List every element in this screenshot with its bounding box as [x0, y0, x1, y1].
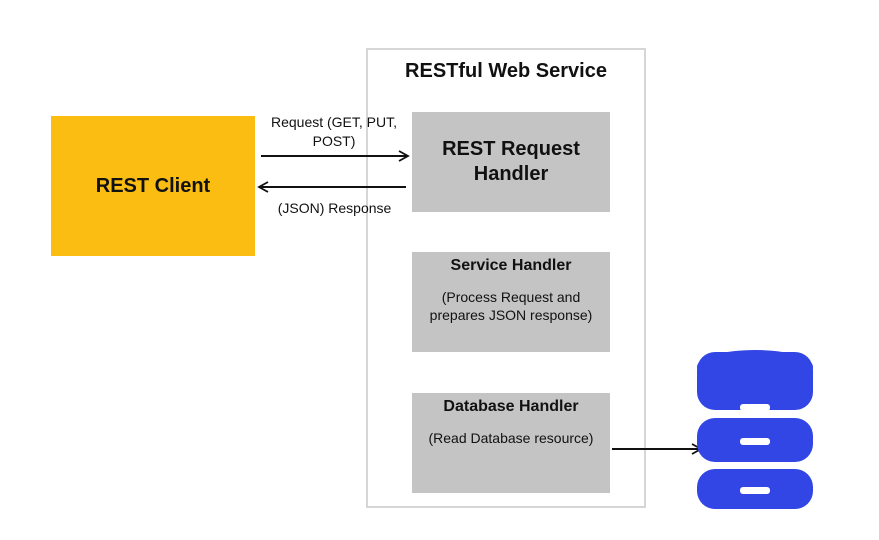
rest-request-handler-label: REST Request Handler — [442, 138, 580, 185]
service-handler-title: Service Handler — [450, 257, 572, 274]
database-slot-middle — [740, 438, 770, 445]
request-arrow-label: Request (GET, PUT, POST) — [270, 114, 398, 149]
database-cap — [697, 350, 813, 384]
database-slot-top — [740, 404, 770, 411]
restful-web-service-title: RESTful Web Service — [405, 60, 607, 82]
rest-client-label: REST Client — [95, 174, 211, 197]
service-handler-box: Service Handler (Process Request and pre… — [412, 252, 610, 352]
database-handler-title: Database Handler — [443, 398, 579, 415]
service-handler-description: (Process Request and prepares JSON respo… — [429, 289, 593, 323]
restful-web-service-container — [366, 48, 646, 508]
database-handler-box: Database Handler (Read Database resource… — [412, 393, 610, 493]
database-slot-bottom — [740, 487, 770, 494]
database-icon — [697, 350, 813, 509]
database-handler-description: (Read Database resource) — [428, 430, 594, 446]
rest-request-handler-box: REST Request Handler — [412, 112, 610, 212]
response-arrow-label: (JSON) Response — [277, 200, 392, 216]
rest-client-box: REST Client — [51, 116, 255, 256]
